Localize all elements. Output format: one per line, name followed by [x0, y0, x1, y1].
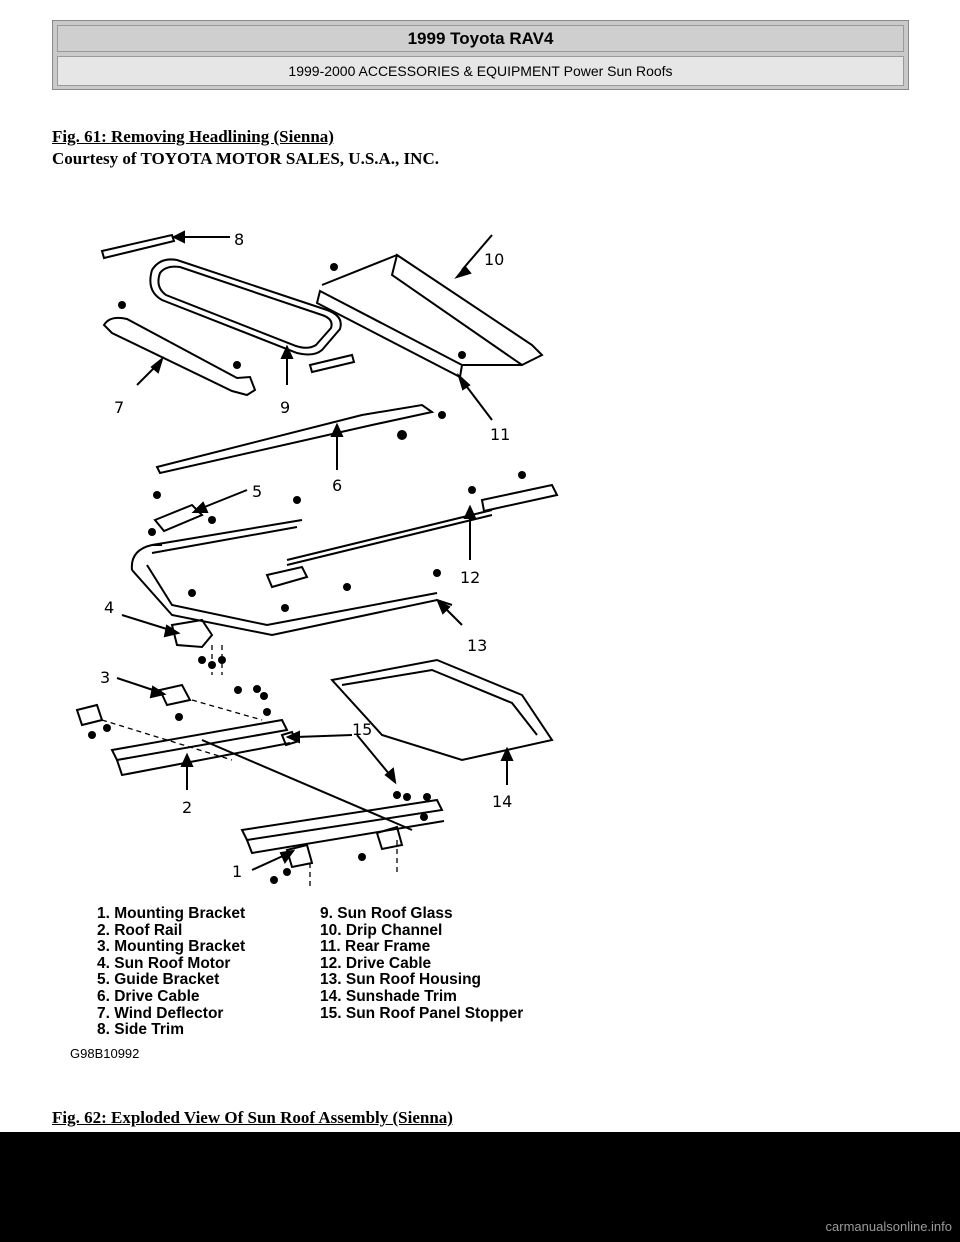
callout-7: 7 — [114, 398, 124, 417]
callout-6: 6 — [332, 476, 342, 495]
legend-item: 3. Mounting Bracket — [97, 938, 246, 956]
drive-cable-6-part — [155, 403, 435, 475]
legend-item: 2. Roof Rail — [97, 921, 183, 939]
courtesy-line: Courtesy of TOYOTA MOTOR SALES, U.S.A., … — [52, 149, 439, 168]
sunroof-exploded-drawing: 8 10 7 9 11 6 5 12 4 13 3 15 2 14 1 — [75, 230, 559, 890]
legend-item: 11. Rear Frame — [320, 938, 431, 956]
legend-item: 15. Sun Roof Panel Stopper — [320, 1004, 524, 1022]
legend-item: 9. Sun Roof Glass — [320, 905, 453, 922]
mounting-bracket-1-part — [285, 843, 314, 869]
callout-10: 10 — [484, 250, 504, 269]
guide-bracket-part — [153, 503, 204, 533]
callout-14: 14 — [492, 792, 512, 811]
figure-code: G98B10992 — [70, 1046, 140, 1061]
fig62-caption: Fig. 62: Exploded View Of Sun Roof Assem… — [52, 1108, 453, 1127]
callout-11: 11 — [490, 425, 510, 444]
fig61-caption: Fig. 61: Removing Headlining (Sienna) — [52, 127, 334, 146]
sun-roof-housing-part — [130, 519, 453, 637]
exploded-diagram: 8 10 7 9 11 6 5 12 4 13 3 15 2 14 1 — [52, 215, 572, 900]
legend-item: 8. Side Trim — [97, 1021, 185, 1039]
header-subtitle: 1999-2000 ACCESSORIES & EQUIPMENT Power … — [57, 56, 904, 86]
sunshade-trim-part — [330, 658, 554, 762]
roof-rail-right — [240, 798, 444, 842]
legend-item: 6. Drive Cable — [97, 987, 200, 1005]
header-title: 1999 Toyota RAV4 — [57, 25, 904, 52]
legend-item: 5. Guide Bracket — [97, 971, 220, 989]
legend-item: 1. Mounting Bracket — [97, 905, 246, 922]
document-header: 1999 Toyota RAV4 1999-2000 ACCESSORIES &… — [52, 20, 909, 90]
legend-item: 7. Wind Deflector — [97, 1004, 224, 1022]
legend-item: 14. Sunshade Trim — [320, 987, 457, 1005]
legend-item: 4. Sun Roof Motor — [97, 954, 231, 972]
wind-deflector-part — [102, 316, 257, 397]
legend-left-column: 1. Mounting Bracket 2. Roof Rail 3. Moun… — [97, 905, 246, 1039]
mounting-bracket-3-part — [158, 683, 192, 707]
callout-1: 1 — [232, 862, 242, 881]
callout-12: 12 — [460, 568, 480, 587]
callout-2: 2 — [182, 798, 192, 817]
legend-item: 10. Drip Channel — [320, 921, 443, 939]
sun-roof-motor-part — [170, 618, 214, 649]
callout-3: 3 — [100, 668, 110, 687]
callout-9: 9 — [280, 398, 290, 417]
watermark: carmanualsonline.info — [825, 1219, 952, 1234]
legend-item: 12. Drive Cable — [320, 954, 432, 972]
drip-channel-part — [390, 253, 544, 367]
legend-right-column: 9. Sun Roof Glass 10. Drip Channel 11. R… — [320, 905, 524, 1022]
callout-5: 5 — [252, 482, 262, 501]
side-trim-part — [100, 233, 176, 260]
roof-rail-part — [110, 718, 289, 762]
callout-4: 4 — [104, 598, 114, 617]
sun-roof-glass-part — [149, 258, 342, 356]
callout-15: 15 — [352, 720, 372, 739]
rear-frame-part — [315, 289, 464, 379]
page-footer: carmanualsonline.info — [0, 1132, 960, 1242]
drive-cable-12-part — [286, 509, 493, 561]
panel-stopper-part — [280, 730, 298, 747]
callout-13: 13 — [467, 636, 487, 655]
callout-8: 8 — [234, 230, 244, 249]
legend-item: 13. Sun Roof Housing — [320, 971, 482, 989]
